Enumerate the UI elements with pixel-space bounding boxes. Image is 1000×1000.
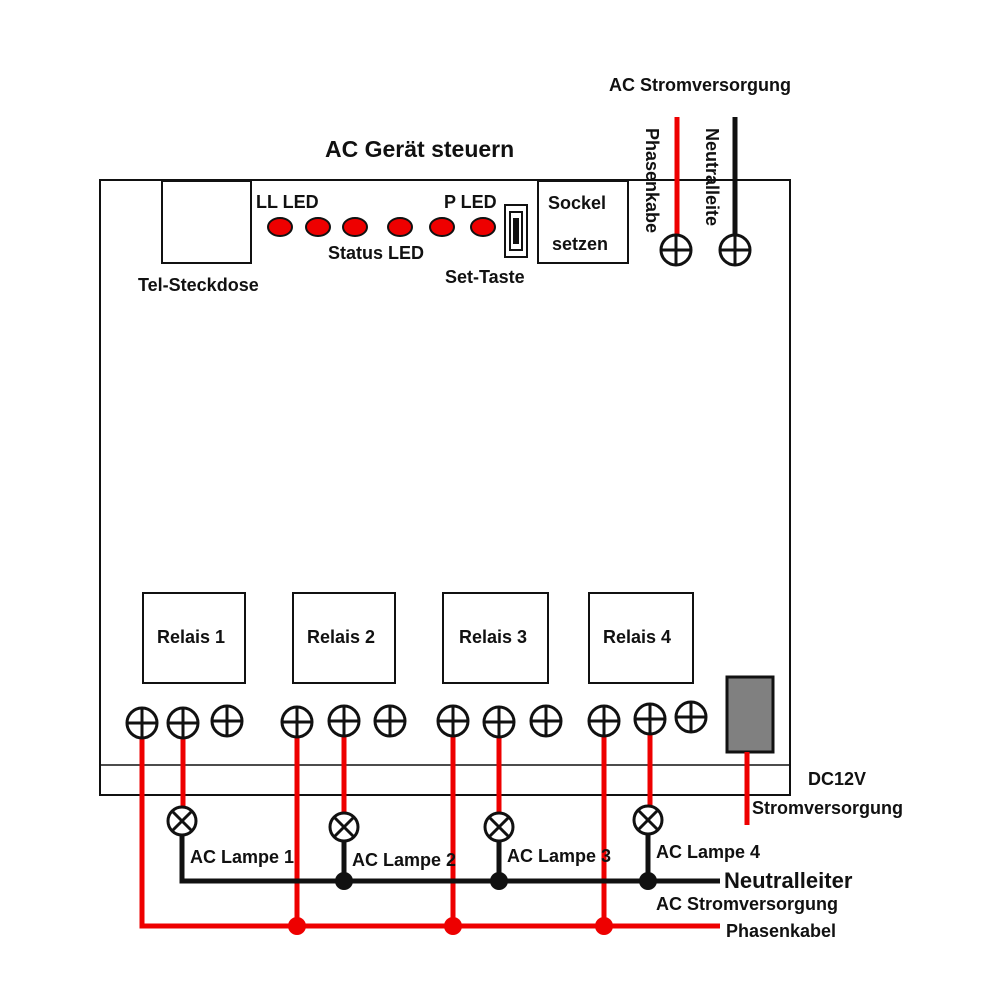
relay-1: Relais 1 (142, 592, 246, 684)
relay-2-label: Relais 2 (307, 627, 375, 647)
ll-led-label: LL LED (256, 192, 319, 212)
junction-dots (288, 872, 657, 935)
phase-top-label: Phasenkabe (642, 128, 662, 233)
terminal-screw-icon (373, 704, 407, 738)
led-3 (342, 217, 368, 237)
led-1 (267, 217, 293, 237)
led-4 (387, 217, 413, 237)
neutral-top-label: Neutralleite (702, 128, 722, 226)
terminal-screw-icon (280, 705, 314, 739)
terminal-screw-icon (529, 704, 563, 738)
lamp-1 (166, 805, 198, 837)
terminal-screw-icon (482, 705, 516, 739)
relay-1-label: Relais 1 (157, 627, 225, 647)
relay-3-label: Relais 3 (459, 627, 527, 647)
lamp-4-label: AC Lampe 4 (656, 842, 760, 862)
led-2 (305, 217, 331, 237)
dc-power-block (725, 675, 775, 754)
sockel-label-1: Sockel (548, 193, 606, 213)
lamp-2 (328, 811, 360, 843)
status-led-label: Status LED (328, 243, 424, 263)
p-led-label: P LED (444, 192, 497, 212)
lamp-1-label: AC Lampe 1 (190, 847, 294, 867)
terminal-screw-icon (674, 700, 708, 734)
terminal-screw-icon (633, 702, 667, 736)
terminal-screw-icon (327, 704, 361, 738)
terminals (125, 233, 752, 740)
terminal-screw-icon (210, 704, 244, 738)
neutral-bottom-label: Neutralleiter (724, 868, 853, 893)
relay-3: Relais 3 (442, 592, 549, 684)
diagram-title: AC Gerät steuern (325, 136, 514, 162)
terminal-screw-icon (166, 706, 200, 740)
terminal-screw-icon (125, 706, 159, 740)
lamp-3 (483, 811, 515, 843)
led-5 (429, 217, 455, 237)
lamp-2-label: AC Lampe 2 (352, 850, 456, 870)
tel-socket-label: Tel-Steckdose (138, 275, 259, 295)
terminal-screw-icon (436, 704, 470, 738)
phase-bottom-label: Phasenkabel (726, 921, 836, 941)
led-row (267, 217, 496, 237)
terminal-screw-icon (718, 233, 752, 267)
lamp-3-label: AC Lampe 3 (507, 846, 611, 866)
dc-label-1: DC12V (808, 769, 866, 789)
lamp-4 (632, 804, 664, 836)
relay-4: Relais 4 (588, 592, 694, 684)
dc-label-2: Stromversorgung (752, 798, 903, 818)
relay-2: Relais 2 (292, 592, 396, 684)
terminal-screw-icon (659, 233, 693, 267)
set-button-label: Set-Taste (445, 267, 525, 287)
phase-wiring (139, 724, 720, 929)
terminal-screw-icon (587, 704, 621, 738)
ac-supply-bottom-label: AC Stromversorgung (656, 894, 838, 914)
sockel-box (537, 180, 629, 264)
set-button (504, 204, 528, 258)
tel-socket (161, 180, 252, 264)
led-6 (470, 217, 496, 237)
sockel-label-2: setzen (552, 234, 608, 254)
ac-supply-top-label: AC Stromversorgung (609, 75, 791, 95)
relay-4-label: Relais 4 (603, 627, 671, 647)
